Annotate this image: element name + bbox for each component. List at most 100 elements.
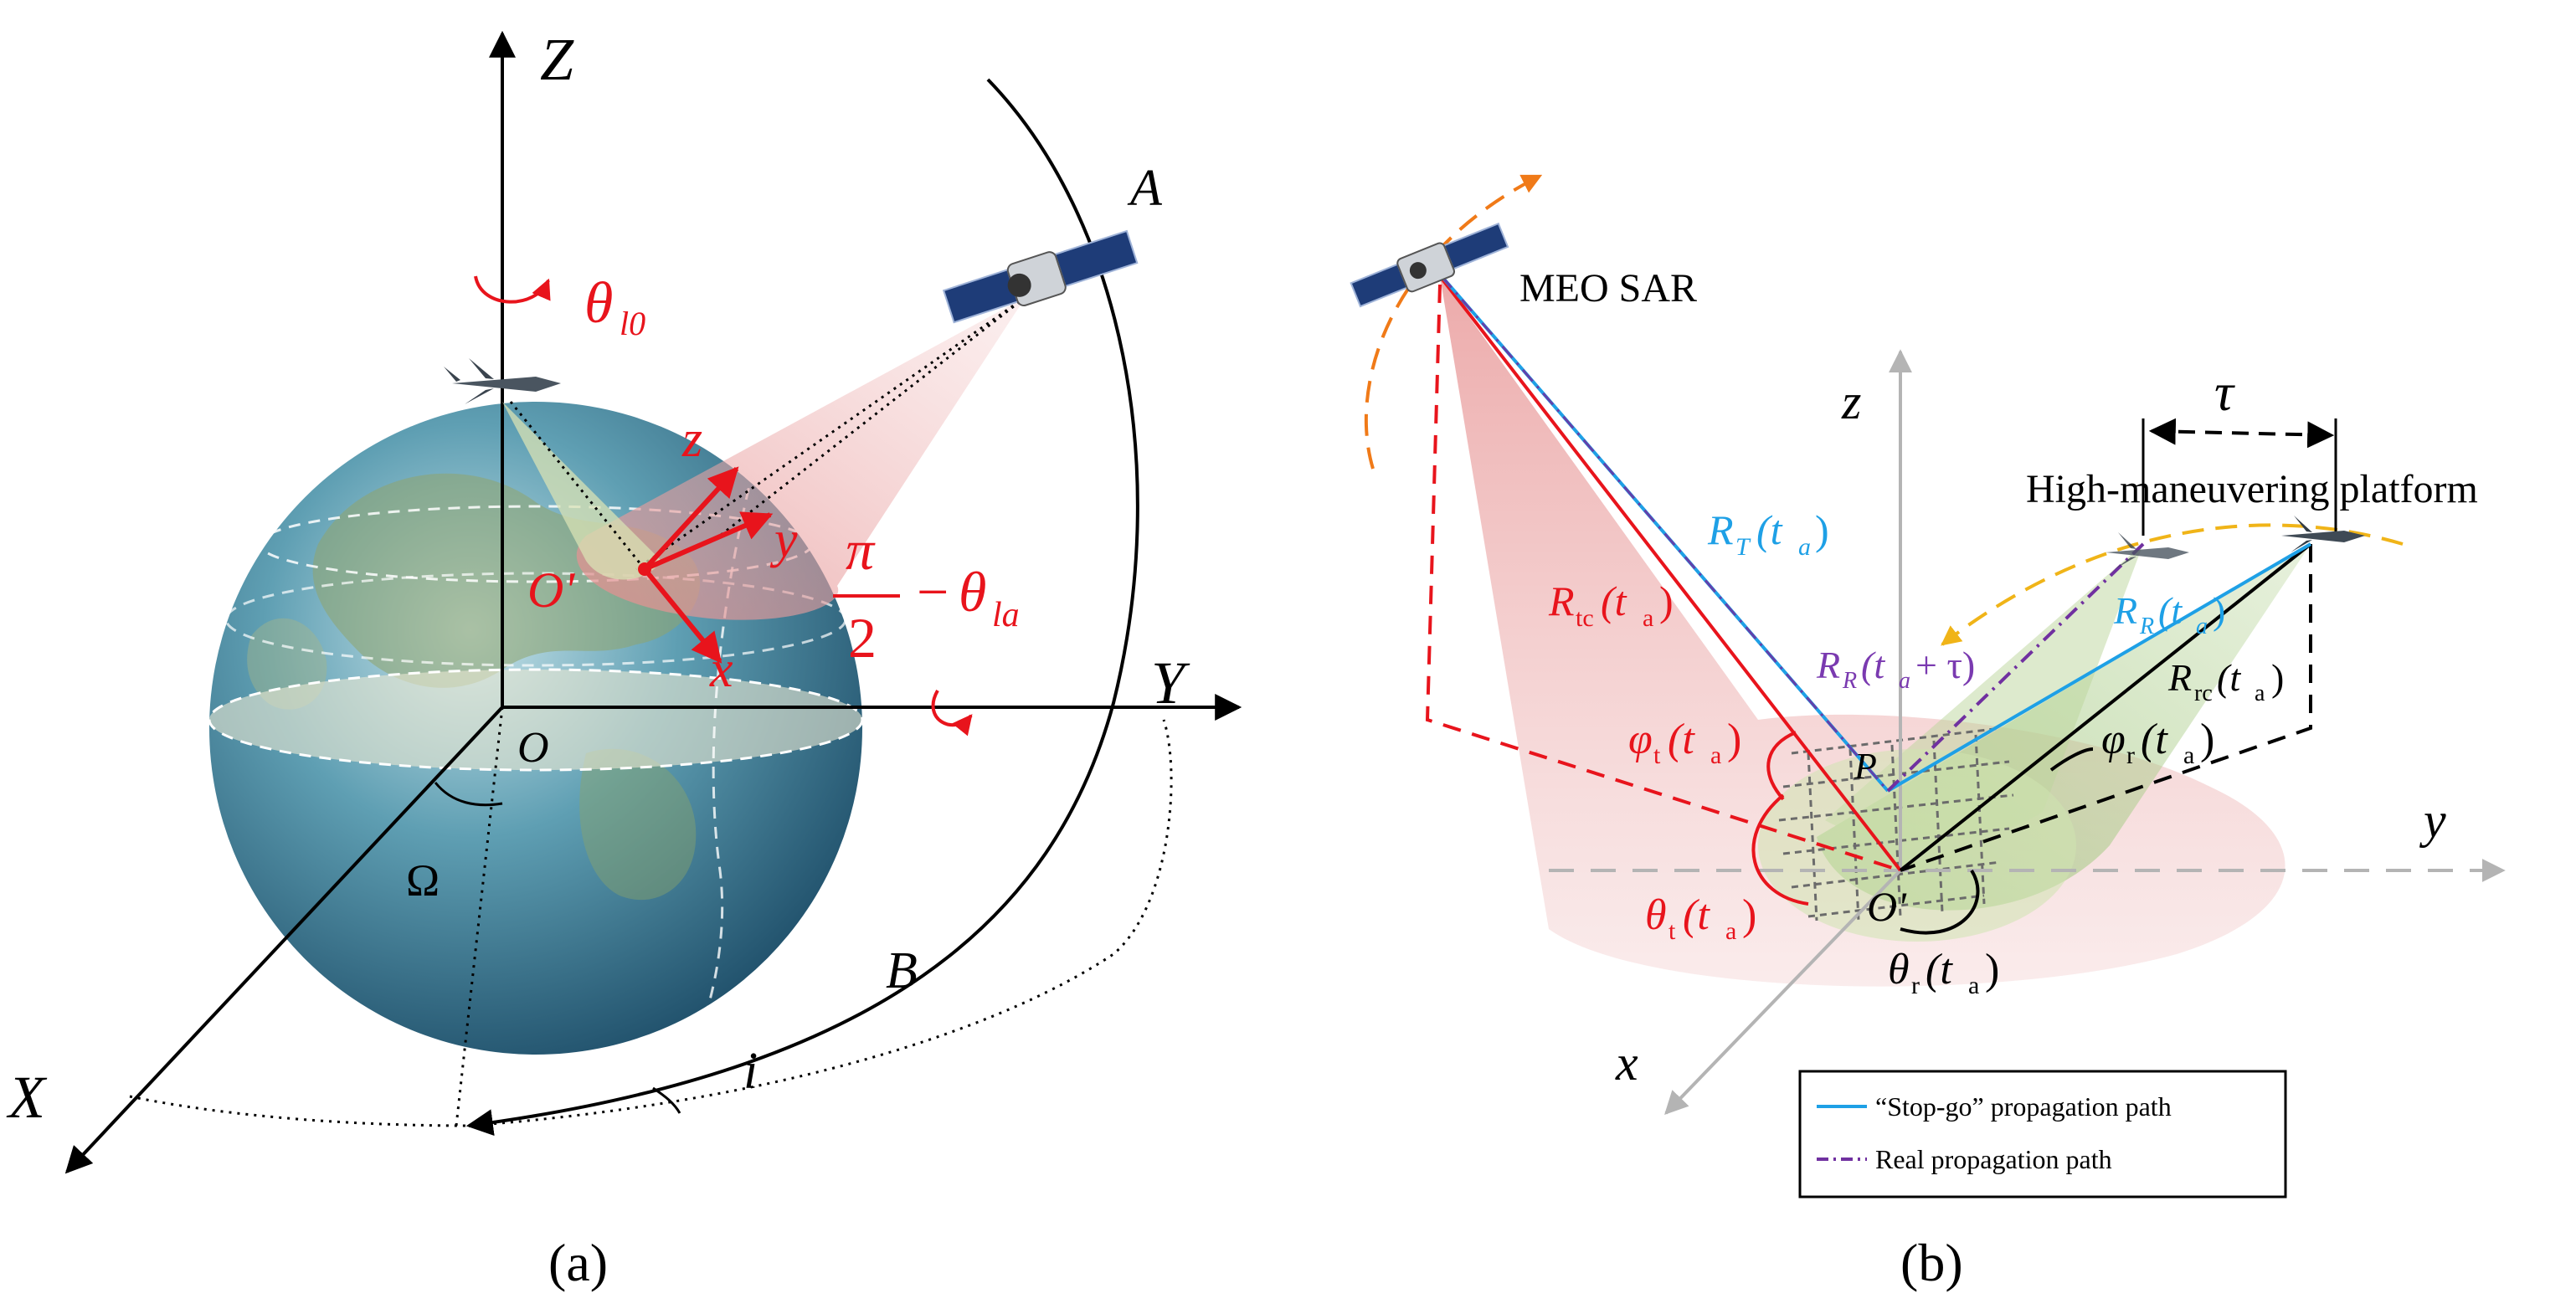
ground-grid [1778, 726, 2014, 921]
origin-label: O [517, 724, 549, 772]
svg-text:a: a [2196, 613, 2208, 639]
svg-text:(t: (t [2217, 656, 2241, 699]
b-x-axis [1664, 869, 1902, 1116]
angle-two: 2 [848, 606, 877, 670]
platform-label: High-maneuvering platform [2026, 467, 2478, 511]
svg-text:): ) [1659, 578, 1674, 624]
r-rc-label: R rc (t a ) [2167, 656, 2284, 706]
svg-text:rc: rc [2194, 680, 2213, 706]
svg-text:r: r [2126, 742, 2135, 769]
svg-text:R: R [1548, 578, 1575, 624]
panel-a: Z Y X O A B i Ω θ l0 z y x O' π 2 − θ la… [6, 26, 1242, 1292]
local-z-axis [642, 466, 739, 572]
svg-text:): ) [1815, 506, 1829, 553]
phi-r-arc [2049, 747, 2094, 772]
raan-label: Ω [406, 855, 440, 906]
svg-text:a: a [1643, 604, 1653, 632]
svg-text:t: t [1653, 742, 1661, 769]
r-t-real-line [1440, 275, 1890, 792]
tau-label: τ [2214, 362, 2235, 422]
sat-trajectory [1364, 174, 1543, 470]
r-tc-line [1438, 275, 1902, 872]
svg-text:(t: (t [1756, 506, 1783, 553]
local-z-label: z [681, 411, 702, 468]
angle-minus: − [917, 560, 949, 624]
b-z-label: z [1841, 374, 1861, 429]
b-origin-label: O' [1867, 883, 1907, 930]
z-axis-label: Z [540, 26, 574, 93]
inclination-label: i [743, 1043, 758, 1100]
r-r-tau-line [1886, 542, 2145, 793]
local-origin-dot [638, 562, 651, 576]
b-y-label: y [2419, 793, 2446, 848]
caption-b: (b) [1900, 1233, 1963, 1292]
orbit-point-b: B [886, 942, 918, 999]
svg-text:θ: θ [1645, 891, 1667, 939]
legend-label-stop-go: “Stop-go” propagation path [1875, 1091, 2172, 1122]
svg-text:(t: (t [1601, 578, 1627, 624]
angle-pi: π [846, 518, 876, 582]
fighter-jet-icon [2106, 532, 2189, 569]
svg-text:(t: (t [2141, 716, 2168, 763]
svg-text:R: R [1707, 506, 1734, 553]
svg-text:): ) [1742, 891, 1756, 939]
svg-text:): ) [2213, 589, 2225, 632]
local-x-label: x [709, 641, 733, 698]
raan-arc [434, 782, 503, 807]
panel-b: MEO SAR High-maneuvering platform τ z y … [1350, 174, 2506, 1292]
svg-text:(t: (t [1861, 644, 1885, 686]
svg-text:a: a [1899, 668, 1910, 694]
phi-r-label: φ r (t a ) [2101, 716, 2214, 769]
svg-text:+ τ): + τ) [1915, 644, 1975, 686]
svg-text:R: R [1842, 668, 1857, 694]
r-r-line [1886, 542, 2312, 793]
point-p-label: P [1854, 746, 1877, 787]
local-y-axis [643, 511, 774, 572]
svg-text:a: a [2255, 680, 2265, 706]
r-r-tau-label: R R (t a + τ) [1816, 644, 1975, 694]
phi-t-label: φ t (t a ) [1628, 716, 1741, 769]
svg-text:tc: tc [1576, 604, 1594, 632]
svg-text:θ: θ [1888, 946, 1910, 993]
rotation-arrow [474, 275, 551, 304]
r-rc-line [1899, 542, 2312, 872]
svg-text:a: a [1725, 917, 1736, 945]
inclination-arc [652, 1086, 681, 1114]
fighter-jet-icon [2281, 516, 2365, 552]
x-axis [64, 706, 504, 1174]
svg-text:R: R [2139, 613, 2154, 639]
theta-r-label: θ r (t a ) [1888, 946, 1999, 999]
svg-text:a: a [1710, 742, 1721, 769]
jet-slant-line [509, 401, 646, 570]
equator-dotted [129, 1095, 470, 1127]
tx-projection-dashed [1425, 284, 1901, 872]
svg-text:): ) [1727, 716, 1741, 763]
satellite-icon [1350, 222, 1509, 308]
node-line [455, 706, 504, 1127]
theta-r-arc [1900, 869, 1980, 935]
angle-theta: θ [959, 560, 986, 624]
rotation-sub: l0 [620, 305, 645, 342]
satellite-icon [942, 229, 1139, 324]
svg-text:φ: φ [2101, 716, 2126, 763]
y-axis-label: Y [1151, 649, 1190, 716]
svg-text:(t: (t [1683, 891, 1710, 939]
fighter-jet-icon [444, 358, 561, 404]
b-x-label: x [1615, 1035, 1638, 1091]
svg-text:(t: (t [2158, 589, 2183, 632]
svg-text:): ) [1985, 946, 1999, 993]
rx-projection-dashed [1900, 544, 2312, 872]
svg-text:φ: φ [1628, 716, 1653, 763]
svg-text:a: a [1968, 972, 1979, 999]
tilt-arrow [931, 690, 973, 737]
satellite-label: MEO SAR [1519, 266, 1697, 311]
svg-text:T: T [1735, 533, 1751, 561]
platform-trajectory [1941, 523, 2404, 646]
svg-text:R: R [2167, 656, 2192, 699]
local-x-axis [642, 567, 722, 664]
theta-t-label: θ t (t a ) [1645, 891, 1756, 945]
legend: “Stop-go” propagation path Real propagat… [1798, 1070, 2287, 1199]
svg-text:a: a [1798, 533, 1811, 561]
ground-footprint [1758, 749, 2076, 942]
